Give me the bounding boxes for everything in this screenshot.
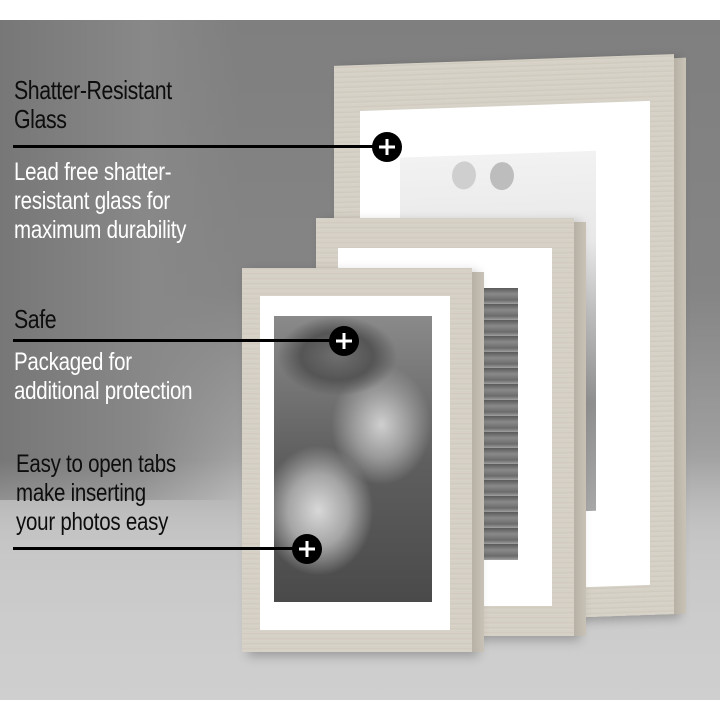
callout-safe-title-line-1: Safe — [14, 304, 57, 334]
callout-glass-title: Shatter-Resistant Glass — [14, 76, 172, 134]
leader-line-safe — [13, 339, 331, 342]
callout-safe-desc-line-1: Packaged for — [14, 348, 132, 376]
plus-circle-icon[interactable] — [372, 132, 402, 162]
callout-glass-description: Lead free shatter- resistant glass for m… — [14, 158, 186, 245]
leader-line-tabs — [13, 547, 295, 550]
product-scene — [0, 20, 720, 700]
callout-tabs-desc-line-2: make inserting — [16, 479, 146, 507]
frame-small — [242, 268, 484, 652]
face-man — [452, 160, 476, 190]
callout-safe-desc-line-2: additional protection — [14, 377, 193, 405]
callout-tabs-desc-line-1: Easy to open tabs — [16, 450, 176, 478]
callout-safe-title: Safe — [14, 304, 57, 334]
plus-circle-icon[interactable] — [329, 326, 359, 356]
face-woman — [490, 161, 514, 191]
callout-tabs-desc-line-3: your photos easy — [16, 508, 169, 536]
callout-glass-title-line-2: Glass — [14, 104, 67, 134]
plus-circle-icon[interactable] — [292, 534, 322, 564]
callout-glass-desc-line-1: Lead free shatter- — [14, 158, 172, 186]
background-wall — [0, 20, 240, 500]
callout-glass-desc-line-3: maximum durability — [14, 216, 187, 244]
callout-safe-description: Packaged for additional protection — [14, 348, 193, 406]
leader-line-glass — [13, 145, 375, 148]
callout-glass-desc-line-2: resistant glass for — [14, 187, 170, 215]
callout-glass-title-line-1: Shatter-Resistant — [14, 75, 172, 105]
callout-tabs-description: Easy to open tabs make inserting your ph… — [16, 450, 176, 537]
